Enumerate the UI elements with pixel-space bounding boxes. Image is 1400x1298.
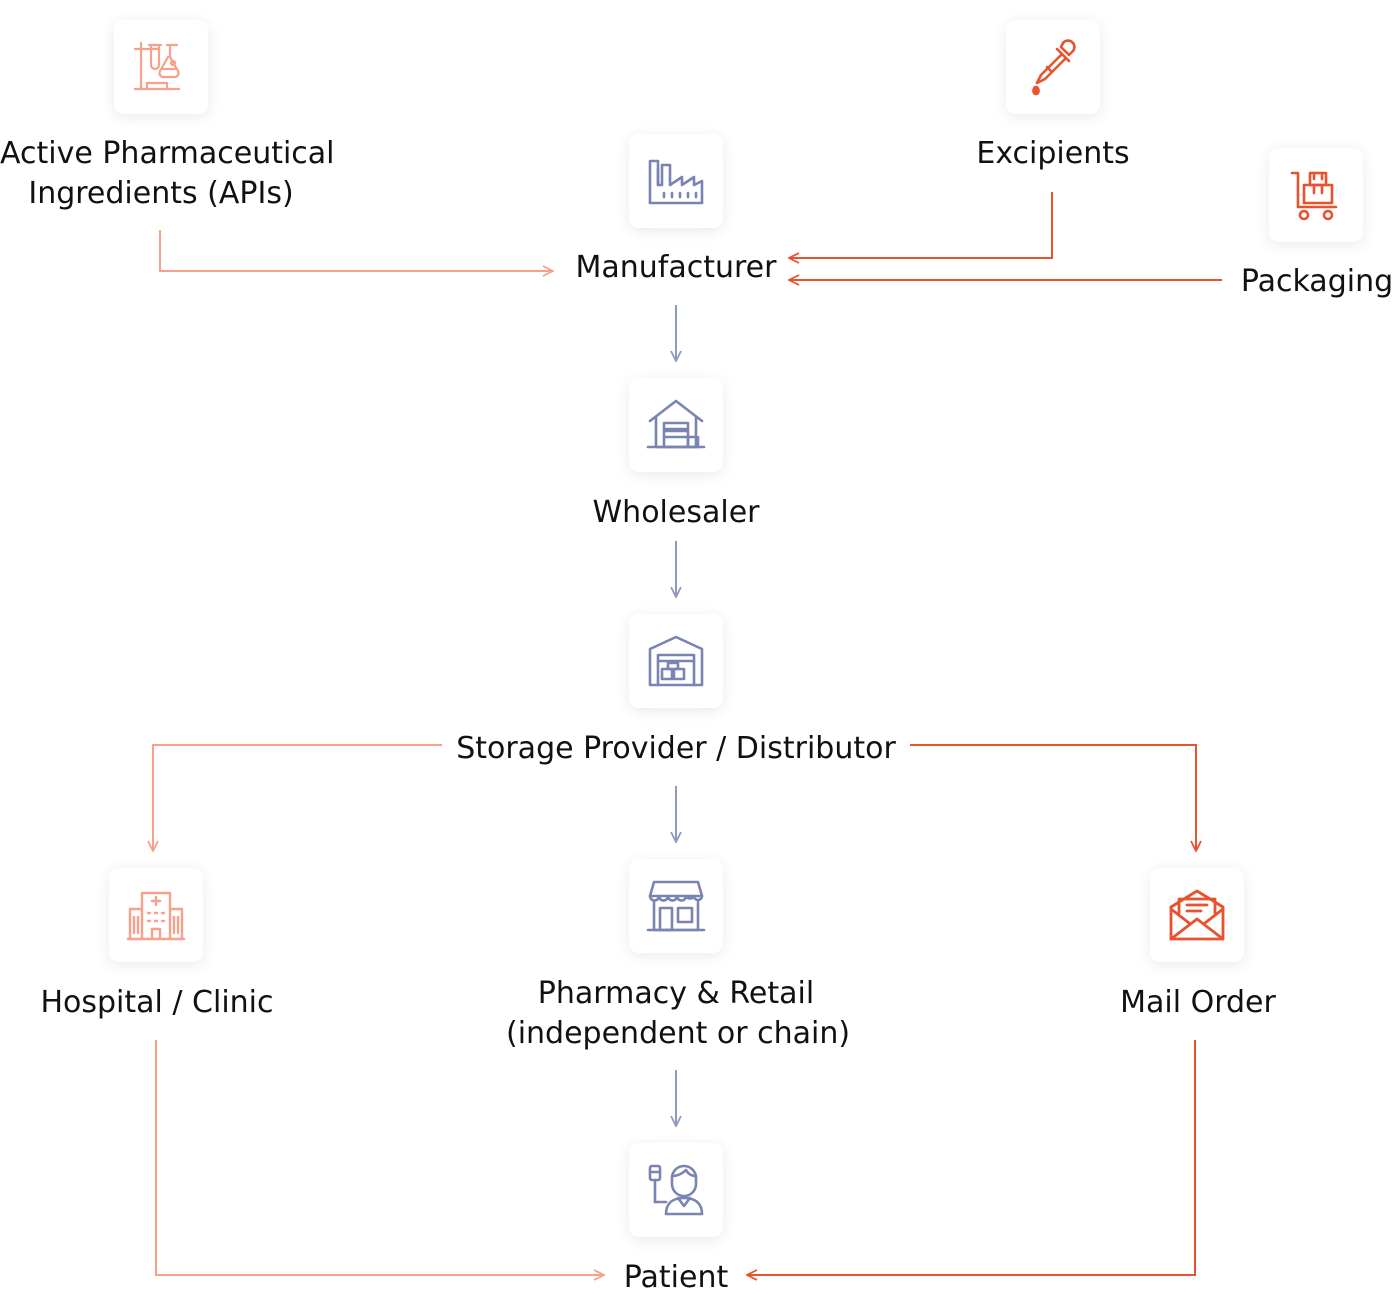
patient-icon	[648, 1164, 704, 1216]
cart-box-icon	[1290, 171, 1338, 221]
storage-icon-card	[629, 614, 723, 708]
arrow-storage-to-hospital	[153, 744, 442, 851]
wholesaler-label: Wholesaler	[592, 495, 760, 530]
storage-warehouse-icon	[648, 635, 704, 687]
api-icon-card	[114, 20, 208, 114]
excipients-label: Excipients	[976, 136, 1130, 171]
arrow-api-to-manufacturer	[159, 230, 553, 271]
envelope-icon	[1169, 889, 1225, 941]
manufacturer-icon-card	[629, 134, 723, 228]
patient-label: Patient	[623, 1260, 729, 1295]
arrow-excipients-to-manufacturer	[789, 192, 1053, 258]
arrow-mail-to-patient	[747, 1040, 1196, 1275]
excipients-icon-card	[1006, 20, 1100, 114]
packaging-icon-card	[1269, 148, 1363, 242]
storage-label: Storage Provider / Distributor	[456, 731, 896, 766]
manufacturer-label: Manufacturer	[575, 250, 777, 285]
hospital-icon-card	[109, 868, 203, 962]
lab-flask-icon	[133, 41, 181, 91]
arrow-hospital-to-patient	[155, 1040, 604, 1275]
hospital-label: Hospital / Clinic	[40, 985, 274, 1020]
pharmacy-label: Pharmacy & Retail (independent or chain)	[506, 976, 851, 1051]
factory-icon	[648, 159, 704, 205]
arrow-storage-to-mail	[910, 744, 1196, 851]
storefront-icon	[646, 880, 706, 932]
api-label: Active Pharmaceutical Ingredients (APIs)	[0, 136, 335, 211]
packaging-label: Packaging	[1240, 264, 1394, 299]
mail-icon-card	[1150, 868, 1244, 962]
hospital-icon	[126, 891, 186, 941]
pharmacy-icon-card	[629, 859, 723, 953]
dropper-icon	[1032, 39, 1076, 96]
patient-icon-card	[629, 1143, 723, 1237]
mail-label: Mail Order	[1120, 985, 1276, 1020]
wholesaler-icon-card	[629, 378, 723, 472]
warehouse-house-icon	[646, 399, 706, 449]
